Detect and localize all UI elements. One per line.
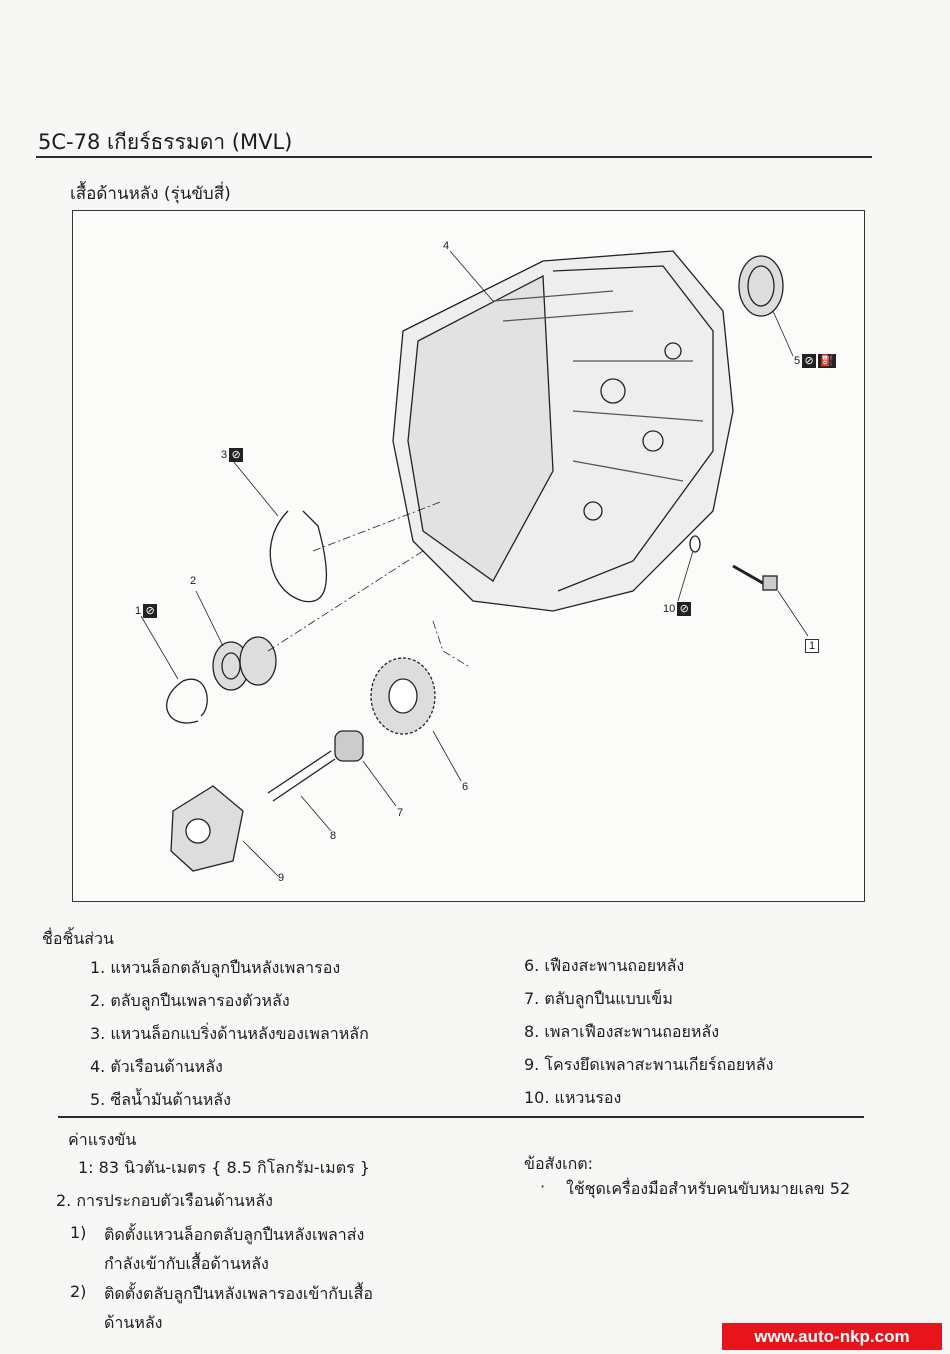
callout-number: 8 [330, 830, 337, 842]
exploded-diagram: 1⊘ 2 3⊘ 4 5⊘⛽ 6 7 8 9 10⊘ 1 [72, 210, 865, 902]
callout-number: 2 [190, 575, 197, 587]
procedure-step: 2. การประกอบตัวเรือนด้านหลัง [56, 1191, 273, 1210]
callout-number: 1 [135, 605, 142, 617]
callout-4: 4 [443, 240, 449, 252]
substep-text: ด้านหลัง [104, 1313, 163, 1332]
oil-can-icon: ⛽ [818, 354, 837, 368]
callout-5: 5⊘⛽ [794, 354, 837, 368]
substep-text: กำลังเข้ากับเสื้อด้านหลัง [104, 1254, 269, 1273]
substep-number: 1) [70, 1223, 87, 1242]
part-item: 2. ตลับลูกปืนเพลารองตัวหลัง [90, 991, 290, 1010]
part-item: 1. แหวนล็อกตลับลูกปืนหลังเพลารอง [90, 958, 341, 977]
no-reuse-icon: ⊘ [677, 602, 692, 616]
watermark-link[interactable]: www.auto-nkp.com [722, 1323, 942, 1350]
substep-text: ติดตั้งตลับลูกปืนหลังเพลารองเข้ากับเสื้อ [104, 1284, 373, 1303]
page-title: 5C-78 เกียร์ธรรมดา (MVL) [38, 130, 293, 154]
callout-number: 10 [663, 603, 676, 615]
callout-2: 2 [190, 575, 196, 587]
callout-6: 6 [462, 781, 468, 793]
part-item: 3. แหวนล็อกแบริ่งด้านหลังของเพลาหลัก [90, 1024, 369, 1043]
callout-7: 7 [397, 807, 403, 819]
no-reuse-icon: ⊘ [229, 448, 244, 462]
callout-number: 5 [794, 355, 801, 367]
part-item: 10. แหวนรอง [524, 1088, 622, 1107]
substep-text: ติดตั้งแหวนล็อกตลับลูกปืนหลังเพลาส่ง [104, 1225, 365, 1244]
part-item: 9. โครงยึดเพลาสะพานเกียร์ถอยหลัง [524, 1055, 774, 1074]
torque-ref-box: 1 [805, 639, 820, 653]
callout-10: 10⊘ [663, 602, 692, 616]
torque-value: 1: 83 นิวตัน-เมตร { 8.5 กิโลกรัม-เมตร } [78, 1158, 370, 1177]
section-subtitle: เสื้อด้านหลัง (รุ่นขับสี่) [70, 184, 231, 204]
header-divider [36, 156, 872, 158]
callout-9: 9 [278, 872, 284, 884]
callout-8: 8 [330, 830, 336, 842]
part-item: 6. เฟืองสะพานถอยหลัง [524, 956, 685, 975]
callout-number: 3 [221, 449, 228, 461]
parts-divider [58, 1116, 864, 1118]
parts-heading: ชื่อชิ้นส่วน [42, 929, 114, 948]
part-item: 4. ตัวเรือนด้านหลัง [90, 1057, 223, 1076]
note-text: ใช้ชุดเครื่องมือสำหรับคนขับหมายเลข 52 [566, 1179, 851, 1198]
callout-number: 9 [278, 872, 285, 884]
part-item: 5. ซีลน้ำมันด้านหลัง [90, 1090, 231, 1109]
callout-number: 4 [443, 240, 450, 252]
substep-number: 2) [70, 1282, 87, 1301]
callout-3: 3⊘ [221, 448, 244, 462]
callout-1: 1⊘ [135, 604, 158, 618]
note-bullet: · [540, 1177, 546, 1196]
callout-number: 6 [462, 781, 469, 793]
no-reuse-icon: ⊘ [143, 604, 158, 618]
note-heading: ข้อสังเกต: [524, 1154, 594, 1173]
torque-heading: ค่าแรงขัน [68, 1130, 137, 1149]
diagram-drawing [140, 250, 809, 877]
no-reuse-icon: ⊘ [802, 354, 817, 368]
torque-callout: 1 [805, 639, 820, 653]
part-item: 7. ตลับลูกปืนแบบเข็ม [524, 989, 673, 1008]
part-item: 8. เพลาเฟืองสะพานถอยหลัง [524, 1022, 720, 1041]
callout-number: 7 [397, 807, 404, 819]
